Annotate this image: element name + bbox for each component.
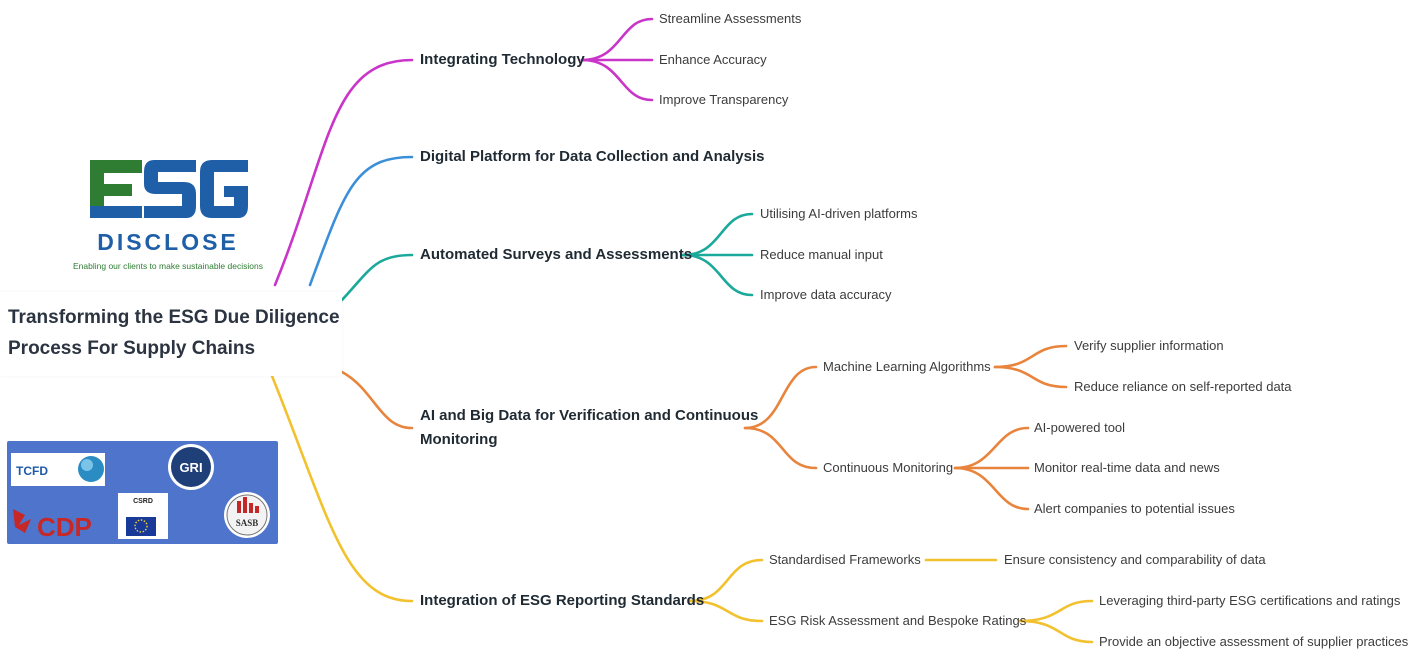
standards-logos: TCFD GRI CSRD CDP [11, 444, 270, 542]
connector-reduce-reliance [993, 365, 1068, 389]
sasb-logo: SASB [224, 492, 270, 538]
logo-wordmark: DISCLOSE [97, 229, 239, 255]
standards-logos-panel: TCFD GRI CSRD CDP [7, 441, 278, 544]
svg-text:CSRD: CSRD [133, 498, 153, 505]
node-reduce-reliance[interactable]: Reduce reliance on self-reported data [1074, 379, 1292, 394]
node-machine-learning[interactable]: Machine Learning Algorithms [823, 359, 991, 374]
node-ensure-consistency[interactable]: Ensure consistency and comparability of … [1004, 552, 1266, 567]
root-line-2: Process For Supply Chains [8, 338, 256, 359]
node-improve-data-accuracy[interactable]: Improve data accuracy [760, 287, 892, 302]
node-leveraging-certifications[interactable]: Leveraging third-party ESG certification… [1099, 593, 1401, 608]
connector-ai-big-data [340, 370, 414, 430]
connector-esg-standards [270, 374, 414, 603]
tcfd-logo: TCFD [11, 453, 105, 486]
svg-text:SASB: SASB [236, 518, 259, 528]
connector-integrating-technology [273, 58, 414, 287]
node-risk-assessment[interactable]: ESG Risk Assessment and Bespoke Ratings [769, 613, 1027, 628]
node-objective-assessment[interactable]: Provide an objective assessment of suppl… [1099, 634, 1409, 649]
node-ai-powered-tool[interactable]: AI-powered tool [1034, 420, 1126, 435]
svg-text:GRI: GRI [179, 460, 202, 475]
node-ai-big-data-line-2: Monitoring [420, 431, 498, 448]
node-digital-platform[interactable]: Digital Platform for Data Collection and… [420, 148, 765, 165]
connector-frameworks [688, 558, 764, 603]
node-utilising-ai-platforms[interactable]: Utilising AI-driven platforms [760, 206, 918, 221]
connector-leveraging [1018, 599, 1094, 623]
connector-improve-data [681, 253, 754, 297]
connector-streamline [580, 17, 654, 62]
connector-risk-assessment [688, 599, 764, 623]
connector-utilising [681, 212, 754, 257]
connector-digital-platform [308, 155, 414, 287]
cdp-logo: CDP [13, 509, 92, 542]
gri-logo: GRI [168, 444, 214, 490]
connector-verify [993, 344, 1068, 369]
root-topic[interactable]: Transforming the ESG Due Diligence Proce… [0, 292, 342, 376]
esg-logo-mark: DISCLOSE [90, 160, 248, 255]
node-standardised-frameworks[interactable]: Standardised Frameworks [769, 552, 921, 567]
csrd-logo: CSRD [118, 493, 168, 539]
root-topic-label: Transforming the ESG Due Diligence Proce… [8, 302, 340, 364]
node-reduce-manual-input[interactable]: Reduce manual input [760, 247, 883, 262]
root-line-1: Transforming the ESG Due Diligence [8, 307, 340, 328]
svg-text:TCFD: TCFD [16, 464, 48, 478]
node-integrating-technology[interactable]: Integrating Technology [420, 51, 585, 68]
connector-ai-tool [953, 426, 1030, 470]
node-alert-companies[interactable]: Alert companies to potential issues [1034, 501, 1235, 516]
node-continuous-monitoring[interactable]: Continuous Monitoring [823, 460, 954, 475]
node-monitor-realtime[interactable]: Monitor real-time data and news [1034, 460, 1220, 475]
connector-continuous-monitoring [743, 426, 818, 470]
node-enhance-accuracy[interactable]: Enhance Accuracy [659, 52, 767, 67]
node-ai-big-data-line-1: AI and Big Data for Verification and Con… [420, 407, 759, 424]
esg-disclose-logo: DISCLOSE Enabling our clients to make su… [64, 150, 272, 274]
node-esg-reporting-standards[interactable]: Integration of ESG Reporting Standards [420, 592, 705, 609]
connector-alert [953, 466, 1030, 511]
node-automated-surveys[interactable]: Automated Surveys and Assessments [420, 246, 693, 263]
connector-objective [1018, 619, 1094, 644]
node-ai-big-data[interactable]: AI and Big Data for Verification and Con… [420, 404, 758, 452]
svg-text:CDP: CDP [37, 512, 92, 542]
node-verify-supplier[interactable]: Verify supplier information [1074, 338, 1224, 353]
node-improve-transparency[interactable]: Improve Transparency [659, 92, 789, 107]
connector-transparency [580, 58, 654, 102]
node-streamline-assessments[interactable]: Streamline Assessments [659, 11, 802, 26]
logo-tagline: Enabling our clients to make sustainable… [73, 261, 263, 271]
connector-machine-learning [743, 365, 818, 430]
connector-automated-surveys [340, 253, 414, 302]
